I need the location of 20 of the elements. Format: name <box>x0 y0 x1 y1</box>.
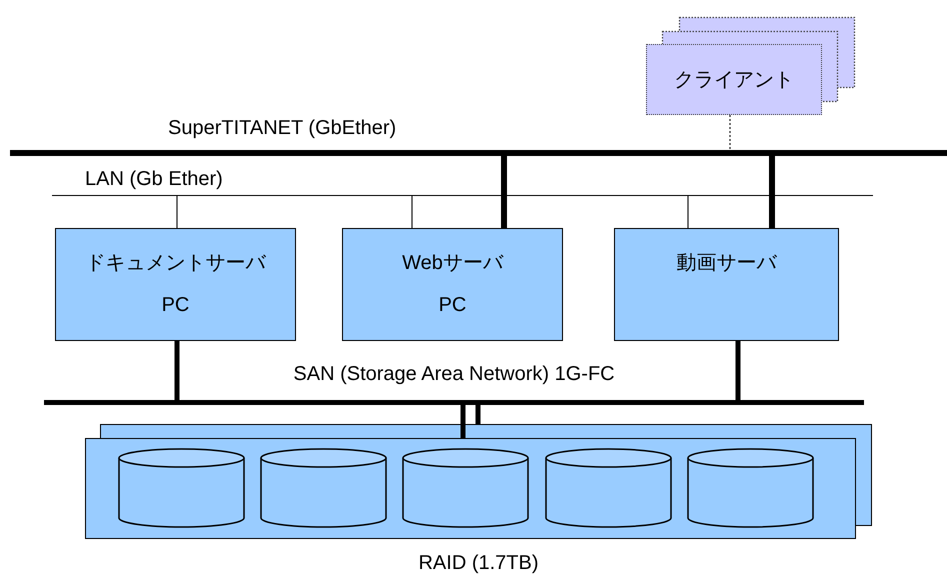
server-box <box>614 228 839 341</box>
server-name: ドキュメントサーバ <box>86 251 266 276</box>
network-link <box>736 341 740 400</box>
server-box <box>55 228 296 341</box>
server-type: PC <box>438 294 466 317</box>
server-type: PC <box>162 294 190 317</box>
network-link <box>174 341 180 400</box>
network-link <box>476 405 480 424</box>
server-name: 動画サーバ <box>676 251 776 276</box>
network-label: SuperTITANET (GbEther) <box>168 116 396 140</box>
server-box <box>342 228 563 341</box>
network-link <box>769 156 775 228</box>
network-link <box>460 405 466 438</box>
network-link <box>501 156 507 228</box>
server-name: Webサーバ <box>402 251 503 276</box>
client-card: クライアント <box>646 44 822 115</box>
network-link <box>176 196 178 228</box>
network-label: SAN (Storage Area Network) 1G-FC <box>293 362 615 386</box>
network-label: LAN (Gb Ether) <box>85 167 223 191</box>
storage-label: RAID (1.7TB) <box>417 552 540 575</box>
